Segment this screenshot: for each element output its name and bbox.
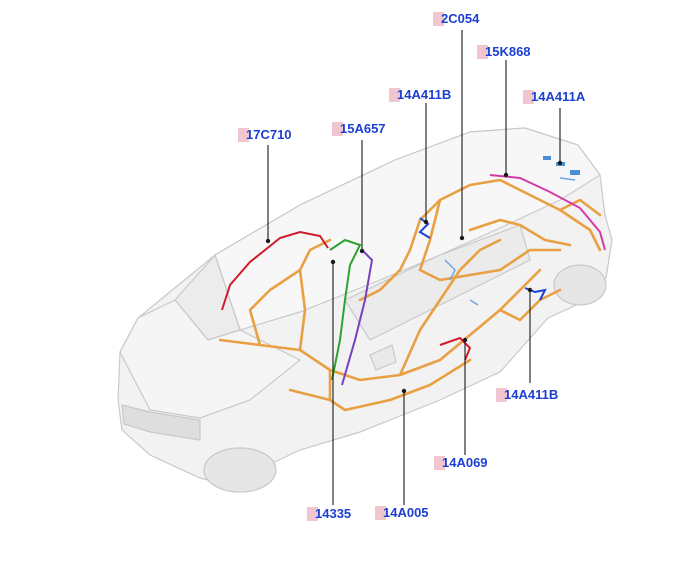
leader-lines <box>267 30 561 505</box>
callout-tag <box>389 88 400 102</box>
callout-tag <box>307 507 318 521</box>
purple-harness <box>341 249 374 386</box>
callout-label: 14A069 <box>442 455 488 470</box>
callout-tag <box>433 12 444 26</box>
callout-tag <box>238 128 249 142</box>
green-harness-15a657 <box>329 238 362 381</box>
leader-endpoints <box>265 160 563 394</box>
callout-tag <box>332 122 343 136</box>
side-mirror <box>369 344 397 371</box>
callout-label: 15K868 <box>485 44 531 59</box>
front-wheel-arch <box>203 447 277 493</box>
callout-label: 2C054 <box>441 11 480 26</box>
main-wiring-harness <box>218 178 602 412</box>
car-side-window <box>344 224 531 341</box>
callout-tag <box>375 506 386 520</box>
callout-label: 14A411B <box>397 87 452 102</box>
callout-tag <box>523 90 534 104</box>
car-roof <box>214 127 601 331</box>
grille <box>121 404 201 441</box>
rear-wheel-arch <box>553 264 607 306</box>
callout-label: 14335 <box>315 506 352 521</box>
callout-label: 15A657 <box>340 121 386 136</box>
callout-tag <box>496 388 507 402</box>
callout-tag <box>434 456 445 470</box>
blue-connector-14a411b-top <box>418 217 431 239</box>
light-blue-connectors <box>444 177 576 306</box>
callout-label: 14A411A <box>531 89 586 104</box>
magenta-harness-15k868 <box>489 174 606 251</box>
callout-tag <box>477 45 488 59</box>
callout-label: 14A005 <box>383 505 429 520</box>
car-body <box>117 127 613 493</box>
callout-label: 14A411B <box>504 387 559 402</box>
callout-label: 17C710 <box>246 127 292 142</box>
red-harness-17c710 <box>221 230 329 311</box>
